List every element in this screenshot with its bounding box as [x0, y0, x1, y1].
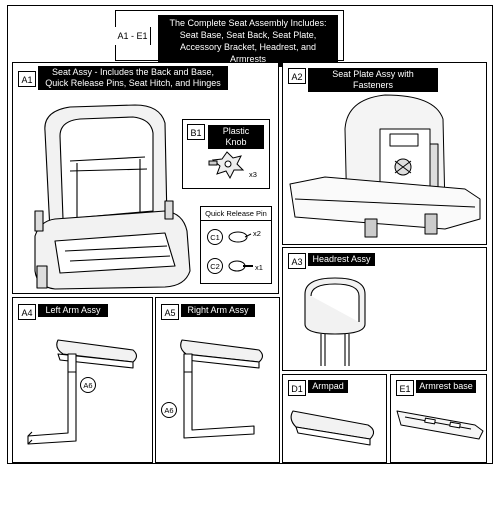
callout-a6-left: A6	[80, 377, 96, 393]
d1-title: Armpad	[308, 380, 348, 393]
header-line-2: Seat Base, Seat Back, Seat Plate,	[179, 30, 317, 40]
b1-quantity: x3	[249, 170, 257, 179]
b1-title: Plastic Knob	[208, 125, 264, 149]
seat-assembly-illustration	[34, 104, 191, 290]
part-code-a2: A2	[288, 68, 306, 84]
panel-e1-armrest-base: E1 Armrest base	[390, 374, 487, 463]
a1-title-line-1: Seat Assy - Includes the Back and Base,	[51, 67, 215, 77]
part-code-a3: A3	[288, 253, 306, 269]
panel-b1-plastic-knob: B1 Plastic Knob x3	[182, 119, 270, 189]
panel-d1-armpad: D1 Armpad	[282, 374, 387, 463]
left-arm-illustration	[27, 339, 138, 445]
armpad-illustration	[290, 410, 375, 446]
panel-quick-release-pin: Quick Release Pin C1 x2 C2 x1	[200, 206, 272, 284]
headrest-illustration	[304, 277, 366, 366]
part-code-b1: B1	[187, 124, 205, 140]
a2-title: Seat Plate Assy with Fasteners	[308, 68, 438, 92]
panel-a4-left-arm: A4 Left Arm Assy A6	[12, 297, 153, 463]
plastic-knob-illustration	[208, 151, 245, 180]
header-range-label: A1 - E1	[115, 27, 151, 45]
part-code-a1: A1	[18, 71, 36, 87]
right-arm-illustration	[180, 339, 264, 439]
a3-title: Headrest Assy	[308, 253, 375, 266]
part-code-a4: A4	[18, 304, 36, 320]
panel-a3-headrest: A3 Headrest Assy	[282, 247, 487, 371]
a4-title: Left Arm Assy	[38, 304, 108, 317]
callout-c1: C1	[207, 229, 223, 245]
a1-title: Seat Assy - Includes the Back and Base, …	[38, 66, 228, 90]
armrest-base-illustration	[396, 410, 484, 440]
header-line-1: The Complete Seat Assembly Includes:	[169, 18, 327, 28]
part-code-e1: E1	[396, 380, 414, 396]
part-code-a5: A5	[161, 304, 179, 320]
pin-c1-illustration	[228, 231, 252, 243]
header-description: The Complete Seat Assembly Includes: Sea…	[158, 15, 338, 67]
part-code-d1: D1	[288, 380, 306, 396]
diagram-frame	[7, 5, 493, 464]
callout-a6-right: A6	[161, 402, 177, 418]
e1-title: Armrest base	[416, 380, 476, 393]
callout-c2: C2	[207, 258, 223, 274]
panel-a5-right-arm: A5 Right Arm Assy A6	[155, 297, 280, 463]
qrp-title: Quick Release Pin	[201, 207, 271, 221]
panel-a1-seat-assy: A1 Seat Assy - Includes the Back and Bas…	[12, 62, 279, 294]
a1-title-line-2: Quick Release Pins, Seat Hitch, and Hing…	[45, 78, 221, 88]
seat-plate-illustration	[289, 94, 481, 238]
panel-a2-seat-plate: A2 Seat Plate Assy with Fasteners	[282, 62, 487, 245]
c2-quantity: x1	[255, 263, 263, 272]
header-line-3: Accessory Bracket, Headrest, and Armrest…	[179, 42, 317, 64]
c1-quantity: x2	[253, 229, 261, 238]
header-box: A1 - E1 The Complete Seat Assembly Inclu…	[115, 10, 344, 67]
pin-c2-illustration	[228, 260, 253, 272]
a5-title: Right Arm Assy	[181, 304, 255, 317]
